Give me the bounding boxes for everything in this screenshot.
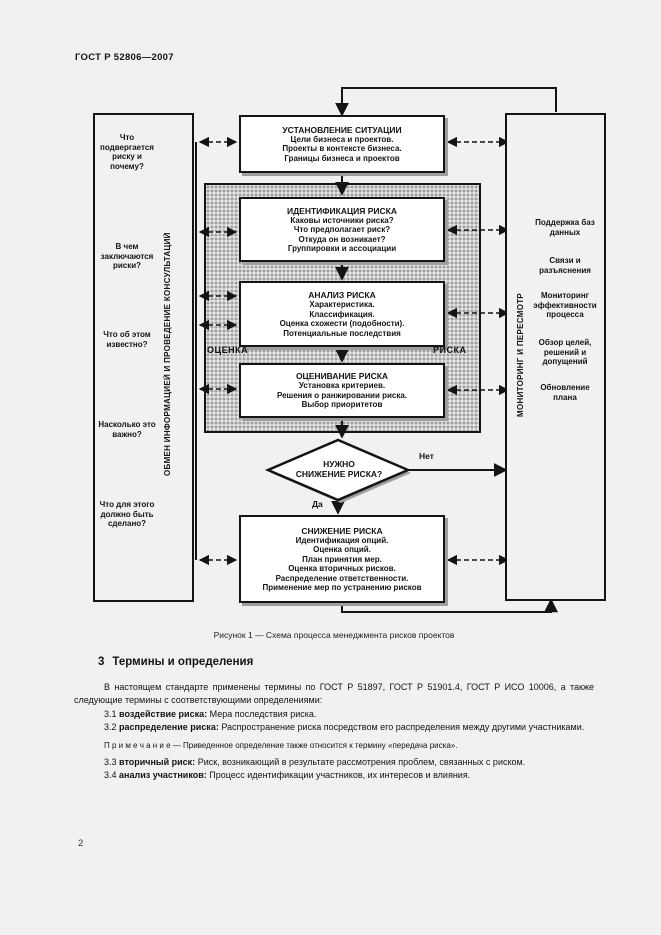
section-title: Термины и определения [112, 656, 254, 668]
term-paragraph: 3.4 анализ участников: Процесс идентифик… [74, 769, 594, 783]
term-name: воздействие риска: [119, 708, 208, 719]
evaluate-risk-box: ОЦЕНИВАНИЕ РИСКА Установка критериев. Ре… [239, 363, 445, 418]
term-definition: Риск, возникающий в результате рассмотре… [197, 756, 526, 767]
zone-label-right: РИСКА [433, 345, 467, 355]
box-line: Откуда он возникает? [298, 234, 386, 244]
intro-paragraph: В настоящем стандарте применены термины … [74, 681, 594, 706]
mitigate-risk-box: СНИЖЕНИЕ РИСКА Идентификация опций. Оцен… [239, 515, 445, 603]
zone-label-left: ОЦЕНКА [207, 345, 249, 355]
box-line: Что предполагает риск? [293, 225, 391, 234]
term-definition: Процесс идентификации участников, их инт… [209, 770, 471, 780]
communication-panel: Что подвергается риску и почему? В чем з… [93, 113, 194, 602]
figure-caption: Рисунок 1 — Схема процесса менеджмента р… [213, 630, 455, 640]
box-title: УСТАНОВЛЕНИЕ СИТУАЦИИ [282, 124, 402, 135]
box-line: Идентификация опций. [295, 535, 389, 545]
question-item: Что об этом известно? [103, 330, 151, 349]
box-line: Границы бизнеса и проектов [284, 153, 400, 163]
term-paragraph: 3.2 распределение риска: Распространение… [74, 721, 594, 735]
term-number: 3.2 [104, 722, 117, 732]
no-label: Нет [419, 451, 434, 461]
analyze-risk-box: АНАЛИЗ РИСКА Характеристика. Классификац… [239, 281, 445, 347]
monitoring-note: Связи и разъяснения [539, 256, 591, 275]
box-line: Каковы источники риска? [290, 215, 394, 225]
decision-line-1: НУЖНО [323, 459, 355, 469]
box-line: Цели бизнеса и проектов. [290, 134, 394, 144]
box-line: Оценка схожести (подобности). [279, 319, 405, 328]
box-title: СНИЖЕНИЕ РИСКА [301, 525, 383, 536]
box-line: Проекты в контексте бизнеса. [282, 144, 402, 154]
term-number: 3.3 [104, 756, 117, 767]
monitoring-panel: МОНИТОРИНГ И ПЕРЕСМОТР Поддержка баз дан… [505, 113, 606, 601]
communication-vertical-label: ОБМЕН ИНФОРМАЦИЕЙ И ПРОВЕДЕНИЕ КОНСУЛЬТА… [163, 232, 172, 476]
term-definition: Мера последствия риска. [209, 708, 317, 719]
term-paragraph: 3.1 воздействие риска: Мера последствия … [74, 708, 594, 722]
monitoring-note: Обновление плана [540, 383, 590, 402]
yes-label: Да [312, 499, 323, 509]
box-line: План принятия мер. [302, 554, 382, 564]
monitoring-vertical-label: МОНИТОРИНГ И ПЕРЕСМОТР [516, 292, 525, 418]
box-title: АНАЛИЗ РИСКА [308, 290, 376, 300]
term-paragraph: 3.3 вторичный риск: Риск, возникающий в … [74, 756, 594, 770]
note-label: П р и м е ч а н и е [104, 740, 171, 750]
box-line: Распределение ответственности. [275, 573, 409, 583]
question-item: Что для этого должно быть сделано? [99, 500, 155, 528]
box-line: Оценка вторичных рисков. [288, 564, 396, 573]
box-line: Характеристика. [309, 300, 375, 309]
establish-situation-box: УСТАНОВЛЕНИЕ СИТУАЦИИ Цели бизнеса и про… [239, 115, 445, 173]
section-number: 3 [98, 656, 105, 668]
box-line: Классификация. [309, 309, 375, 319]
box-line: Применение мер по устранению рисков [262, 583, 422, 592]
box-line: Потенциальные последствия [283, 328, 401, 338]
box-title: ОЦЕНИВАНИЕ РИСКА [295, 371, 389, 382]
decision-line-2: СНИЖЕНИЕ РИСКА? [295, 469, 383, 479]
box-line: Выбор приоритетов [301, 400, 383, 410]
monitoring-note: Обзор целей, решений и допущений [538, 338, 592, 366]
term-name: распределение риска: [119, 722, 219, 732]
term-number: 3.1 [104, 708, 117, 719]
box-line: Решения о ранжировании риска. [276, 390, 408, 400]
box-line: Оценка опций. [313, 545, 371, 554]
section-heading: 3 Термины и определения [98, 656, 594, 670]
monitoring-note: Мониторинг эффективности процесса [533, 291, 597, 319]
box-line: Установка критериев. [298, 381, 386, 391]
note-text: — Приведенное определение также относитс… [172, 740, 458, 750]
standard-number-header: ГОСТ Р 52806—2007 [75, 52, 174, 63]
term-name: анализ участников: [119, 770, 207, 780]
note-paragraph: П р и м е ч а н и е — Приведенное опреде… [74, 740, 594, 751]
term-name: вторичный риск: [119, 756, 196, 767]
terms-section: 3 Термины и определения В настоящем станд… [74, 656, 594, 783]
identify-risk-box: ИДЕНТИФИКАЦИЯ РИСКА Каковы источники рис… [239, 197, 445, 262]
question-item: Насколько это важно? [98, 420, 156, 439]
monitoring-note: Поддержка баз данных [535, 218, 595, 237]
box-title: ИДЕНТИФИКАЦИЯ РИСКА [287, 205, 397, 216]
term-definition: Распространение риска посредством его ра… [221, 722, 585, 732]
page-number: 2 [78, 838, 84, 849]
box-line: Группировки и ассоциации [287, 244, 397, 253]
question-item: Что подвергается риску и почему? [100, 133, 154, 171]
feedback-top-arrow [335, 87, 557, 117]
question-item: В чем заключаются риски? [100, 242, 154, 270]
term-number: 3.4 [104, 770, 117, 780]
decision-diamond-label: НУЖНО СНИЖЕНИЕ РИСКА? [280, 459, 398, 479]
